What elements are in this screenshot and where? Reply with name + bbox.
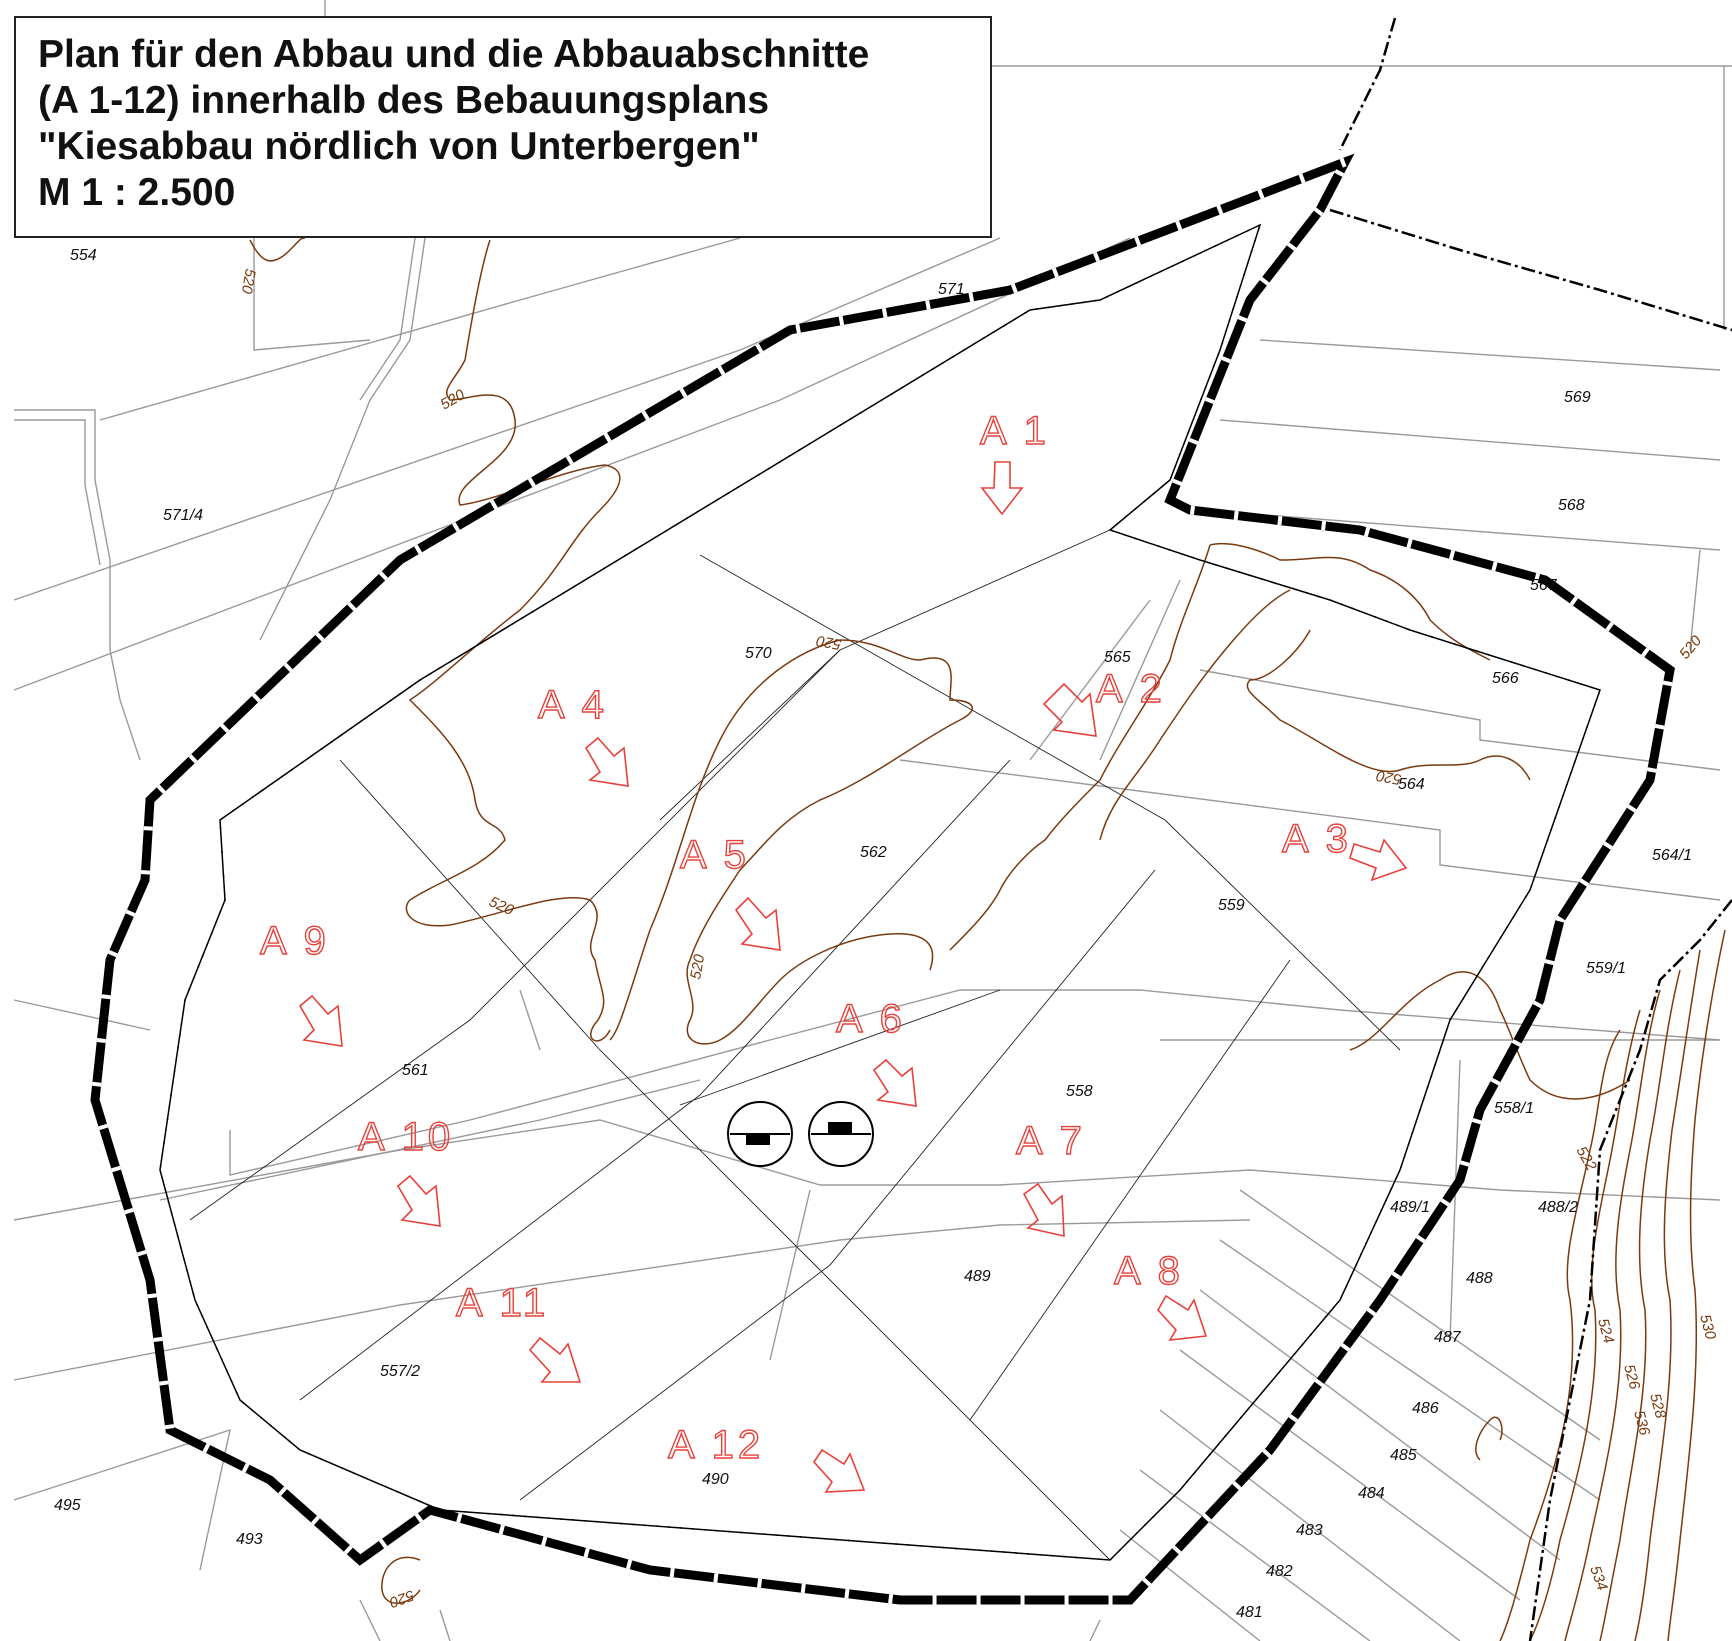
arrow-icon bbox=[584, 736, 629, 787]
parcel-label: 486 bbox=[1412, 1400, 1439, 1417]
nogo-signs bbox=[727, 1101, 874, 1167]
title-line-3: "Kiesabbau nördlich von Unterbergen" bbox=[38, 125, 760, 168]
parcel-label: 562 bbox=[860, 844, 887, 861]
arrow-icon bbox=[298, 994, 343, 1047]
contour-label: 526 bbox=[1620, 1363, 1643, 1392]
parcel-label: 569 bbox=[1564, 389, 1591, 406]
section-label-a7: A 7 bbox=[1016, 1119, 1086, 1163]
direction-arrows bbox=[298, 461, 1408, 1493]
nogo-sign-icon bbox=[727, 1101, 793, 1167]
parcel-label: 557/2 bbox=[380, 1363, 420, 1380]
section-label-a9: A 9 bbox=[260, 919, 330, 963]
district-boundary bbox=[1329, 17, 1732, 1641]
parcel-lines bbox=[13, 0, 1732, 1641]
section-label-a8: A 8 bbox=[1114, 1249, 1184, 1293]
contour-lines bbox=[249, 237, 1726, 1641]
parcel-label: 482 bbox=[1266, 1563, 1293, 1580]
contour-label: 522 bbox=[1573, 1144, 1601, 1175]
contour-label: 520 bbox=[687, 952, 708, 980]
parcel-label: 483 bbox=[1296, 1522, 1323, 1539]
arrow-icon bbox=[1349, 838, 1408, 882]
section-labels: A 1 A 2 A 3 A 4 A 5 A 6 A 7 A 8 A 9 A 10… bbox=[259, 408, 1352, 1467]
section-label-a12: A 12 bbox=[668, 1423, 764, 1467]
parcel-label: 558 bbox=[1066, 1083, 1093, 1100]
parcel-label: 489 bbox=[964, 1268, 991, 1285]
section-label-a10: A 10 bbox=[358, 1115, 454, 1159]
arrow-icon bbox=[734, 896, 781, 951]
contour-label: 528 bbox=[1646, 1392, 1669, 1421]
parcel-label: 488/2 bbox=[1538, 1199, 1578, 1216]
outer-boundary bbox=[90, 153, 1675, 1605]
contour-label: 530 bbox=[1696, 1313, 1719, 1342]
parcel-label: 559/1 bbox=[1586, 960, 1626, 977]
contour-label: 524 bbox=[1594, 1317, 1617, 1346]
section-label-a1: A 1 bbox=[980, 409, 1050, 453]
parcel-label: 564 bbox=[1398, 776, 1425, 793]
parcel-label: 561 bbox=[402, 1062, 429, 1079]
arrow-icon bbox=[1022, 1182, 1065, 1238]
parcel-label: 566 bbox=[1492, 670, 1519, 687]
contour-label: 536 bbox=[1630, 1409, 1653, 1438]
arrow-icon bbox=[396, 1174, 441, 1227]
parcel-label: 485 bbox=[1390, 1447, 1417, 1464]
excavation-boundary bbox=[159, 223, 1601, 1561]
section-label-a3: A 3 bbox=[1282, 817, 1352, 861]
section-label-a6: A 6 bbox=[836, 997, 906, 1041]
arrow-icon bbox=[528, 1336, 582, 1383]
parcel-label: 484 bbox=[1358, 1485, 1385, 1502]
section-division-lines bbox=[189, 529, 1401, 1561]
section-label-a5: A 5 bbox=[680, 833, 750, 877]
arrow-icon bbox=[1157, 1294, 1208, 1341]
parcel-label: 564/1 bbox=[1652, 847, 1692, 864]
parcel-label: 571/4 bbox=[163, 507, 203, 524]
title-box: Plan für den Abbau und die Abbauabschnit… bbox=[14, 16, 992, 238]
parcel-label: 481 bbox=[1236, 1604, 1263, 1621]
title-line-1: Plan für den Abbau und die Abbauabschnit… bbox=[38, 33, 870, 76]
contour-label: 520 bbox=[814, 632, 842, 653]
parcel-label: 488 bbox=[1466, 1270, 1493, 1287]
scale-label: M 1 : 2.500 bbox=[38, 171, 236, 214]
arrow-icon bbox=[872, 1058, 917, 1107]
parcel-label: 567 bbox=[1530, 577, 1558, 594]
parcel-label: 554 bbox=[70, 247, 97, 264]
parcel-label: 495 bbox=[54, 1497, 81, 1514]
contour-labels: 520 520 520 520 520 520 520 520 522 524 … bbox=[238, 267, 1720, 1611]
contour-label: 520 bbox=[238, 267, 259, 295]
contour-label: 520 bbox=[1374, 767, 1402, 788]
contour-label: 520 bbox=[386, 1586, 416, 1611]
parcel-label: 568 bbox=[1558, 497, 1585, 514]
parcel-label: 493 bbox=[236, 1531, 263, 1548]
parcel-label: 559 bbox=[1218, 897, 1245, 914]
arrow-icon bbox=[812, 1448, 866, 1493]
section-label-a11: A 11 bbox=[456, 1281, 549, 1325]
parcel-label: 490 bbox=[702, 1471, 729, 1488]
nogo-sign-icon bbox=[808, 1101, 874, 1167]
parcel-label: 565 bbox=[1104, 649, 1131, 666]
parcel-label: 558/1 bbox=[1494, 1100, 1534, 1117]
contour-label: 534 bbox=[1586, 1564, 1611, 1593]
parcel-label: 487 bbox=[1434, 1329, 1462, 1346]
arrow-icon bbox=[1042, 682, 1097, 737]
parcel-label: 570 bbox=[745, 645, 772, 662]
parcel-label: 571 bbox=[938, 281, 965, 298]
section-label-a2: A 2 bbox=[1096, 667, 1166, 711]
contour-label: 520 bbox=[438, 386, 469, 414]
parcel-label: 489/1 bbox=[1390, 1199, 1430, 1216]
contour-label: 520 bbox=[1676, 632, 1706, 663]
arrow-icon bbox=[980, 461, 1024, 516]
parcel-numbers: 554 571 569 568 567 566 571/4 570 565 56… bbox=[54, 247, 1692, 1621]
section-label-a4: A 4 bbox=[538, 683, 608, 727]
title-line-2: (A 1-12) innerhalb des Bebauungsplans bbox=[38, 79, 770, 122]
